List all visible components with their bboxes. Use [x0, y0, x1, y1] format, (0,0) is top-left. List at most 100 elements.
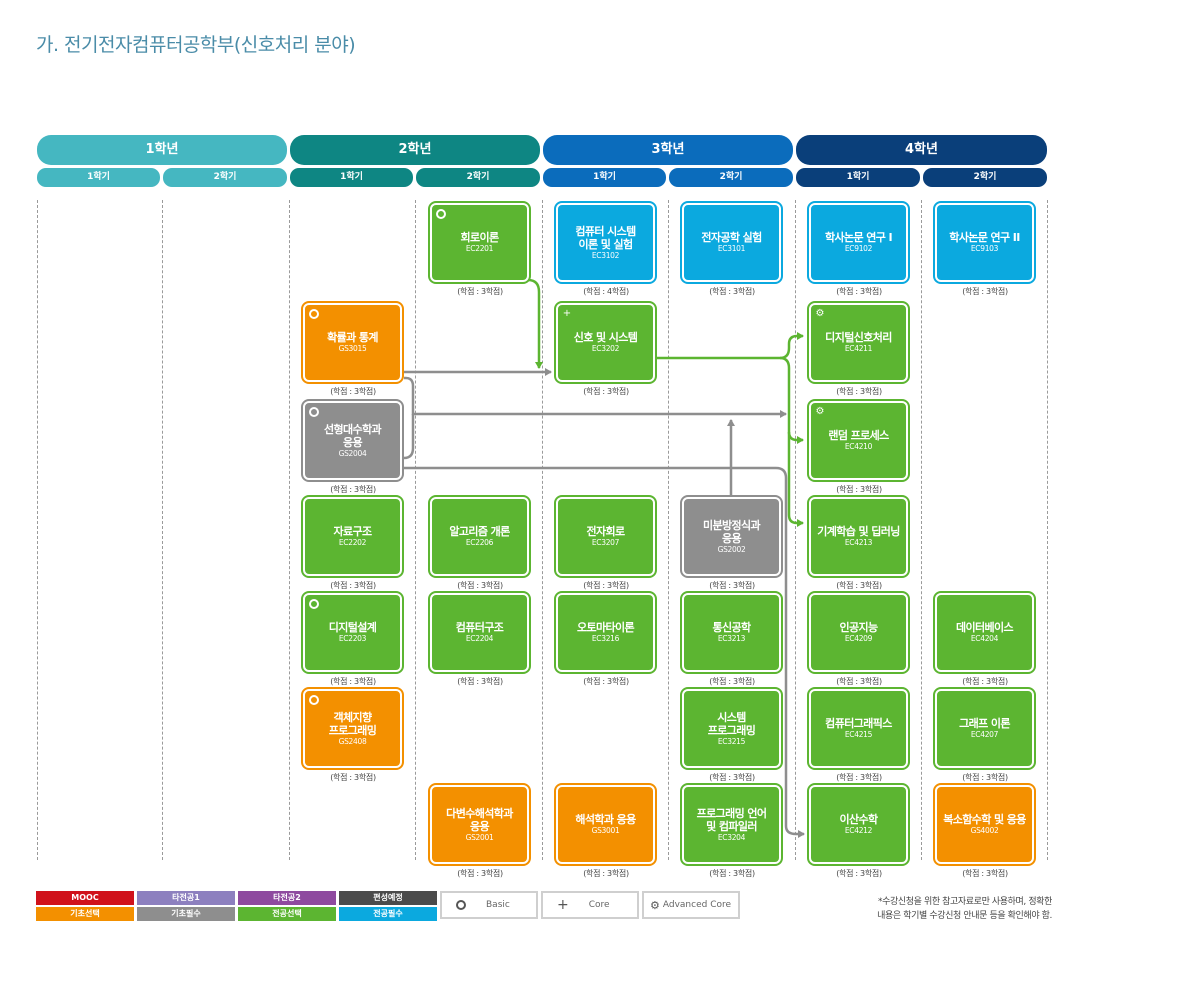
course-code: EC4215: [844, 730, 873, 739]
column-divider: [795, 200, 796, 860]
course-name: 데이터베이스: [955, 621, 1014, 634]
arrow-linear-to-discrete: [404, 466, 805, 838]
semester-header: 2학기: [163, 168, 287, 187]
course-credit: (학점 : 3학점): [836, 581, 882, 590]
course-credit: (학점 : 3학점): [330, 677, 376, 686]
course-code: GS3015: [338, 344, 367, 353]
course-name: 선형대수학과 응용: [323, 422, 382, 449]
course-name: 자료구조: [333, 525, 372, 538]
legend-advanced-mark: ⚙ Advanced Core: [642, 891, 740, 919]
legend-major-elective: 전공선택: [238, 907, 336, 921]
course-code: EC9103: [970, 244, 999, 253]
year-header-3: 3학년: [543, 135, 793, 165]
course-code: EC4207: [970, 730, 999, 739]
course-code: EC3204: [717, 832, 746, 842]
course-name: 프로그래밍 언어 및 컴파일러: [696, 806, 767, 833]
column-divider: [542, 200, 543, 860]
year-header-4: 4학년: [796, 135, 1047, 165]
course-name: 학사논문 연구 II: [949, 231, 1020, 244]
plus-icon: +: [562, 308, 572, 319]
course-credit: (학점 : 3학점): [330, 387, 376, 396]
course-credit: (학점 : 3학점): [962, 677, 1008, 686]
course-credit: (학점 : 3학점): [836, 677, 882, 686]
semester-header: 2학기: [416, 168, 540, 187]
course-name: 해석학과 응용: [575, 813, 636, 826]
course-code: EC3215: [717, 736, 746, 746]
course-code: EC3101: [717, 244, 746, 253]
course-credit: (학점 : 3학점): [330, 485, 376, 494]
course-name: 통신공학: [712, 621, 751, 634]
legend-mark-label: Advanced Core: [662, 900, 732, 910]
course-name: 컴퓨터구조: [455, 621, 504, 634]
course-name: 디지털설계: [328, 621, 377, 634]
course-credit: (학점 : 3학점): [836, 773, 882, 782]
course-code: EC3102: [591, 250, 620, 260]
course-name: 전자회로: [586, 525, 625, 538]
course-code: EC4213: [844, 538, 873, 547]
circle-icon: [436, 209, 446, 219]
course-name: 객체지향 프로그래밍: [328, 710, 377, 737]
plus-icon: +: [557, 897, 569, 913]
course-name: 랜덤 프로세스: [828, 429, 889, 442]
course-code: EC2201: [465, 244, 494, 253]
column-divider: [1047, 200, 1048, 860]
arrow-signals-to-dsp: [656, 332, 804, 360]
note-line: *수강신청을 위한 참고자료로만 사용하며, 정확한: [877, 897, 1052, 907]
course-name: 오토마타이론: [576, 621, 635, 634]
course-code: EC4204: [970, 634, 999, 643]
course-credit: (학점 : 3학점): [457, 287, 503, 296]
course-credit: (학점 : 3학점): [583, 387, 629, 396]
legend-planned: 편성예정: [339, 891, 437, 905]
column-divider: [415, 200, 416, 860]
course-credit: (학점 : 3학점): [583, 869, 629, 878]
course-credit: (학점 : 3학점): [583, 581, 629, 590]
legend-other-major-2: 타전공2: [238, 891, 336, 905]
column-divider: [37, 200, 38, 860]
note-line: 내용은 학기별 수강신청 안내문 등을 확인해야 함.: [877, 911, 1052, 921]
legend-basic-mark: Basic: [440, 891, 538, 919]
legend-mooc: MOOC: [36, 891, 134, 905]
course-credit: (학점 : 3학점): [583, 677, 629, 686]
course-credit: (학점 : 3학점): [709, 869, 755, 878]
year-header-2: 2학년: [290, 135, 540, 165]
course-name: 회로이론: [460, 231, 499, 244]
semester-header: 1학기: [543, 168, 666, 187]
legend-core-mark: + Core: [541, 891, 639, 919]
course-code: GS3001: [591, 826, 620, 835]
course-code: EC3207: [591, 538, 620, 547]
course-credit: (학점 : 3학점): [330, 581, 376, 590]
semester-header: 1학기: [290, 168, 413, 187]
course-code: EC3216: [591, 634, 620, 643]
course-credit: (학점 : 3학점): [836, 387, 882, 396]
course-code: EC2202: [338, 538, 367, 547]
course-credit: (학점 : 3학점): [709, 287, 755, 296]
arrow-prob-to-random: [404, 376, 787, 418]
column-divider: [162, 200, 163, 860]
semester-header: 2학기: [923, 168, 1047, 187]
course-code: EC4212: [844, 826, 873, 835]
legend-mark-label: Basic: [486, 900, 510, 910]
course-code: EC4211: [844, 344, 873, 353]
legend-basic-elective: 기초선택: [36, 907, 134, 921]
course-credit: (학점 : 3학점): [836, 869, 882, 878]
course-credit: (학점 : 3학점): [457, 677, 503, 686]
course-name: 학사논문 연구 I: [824, 231, 893, 244]
